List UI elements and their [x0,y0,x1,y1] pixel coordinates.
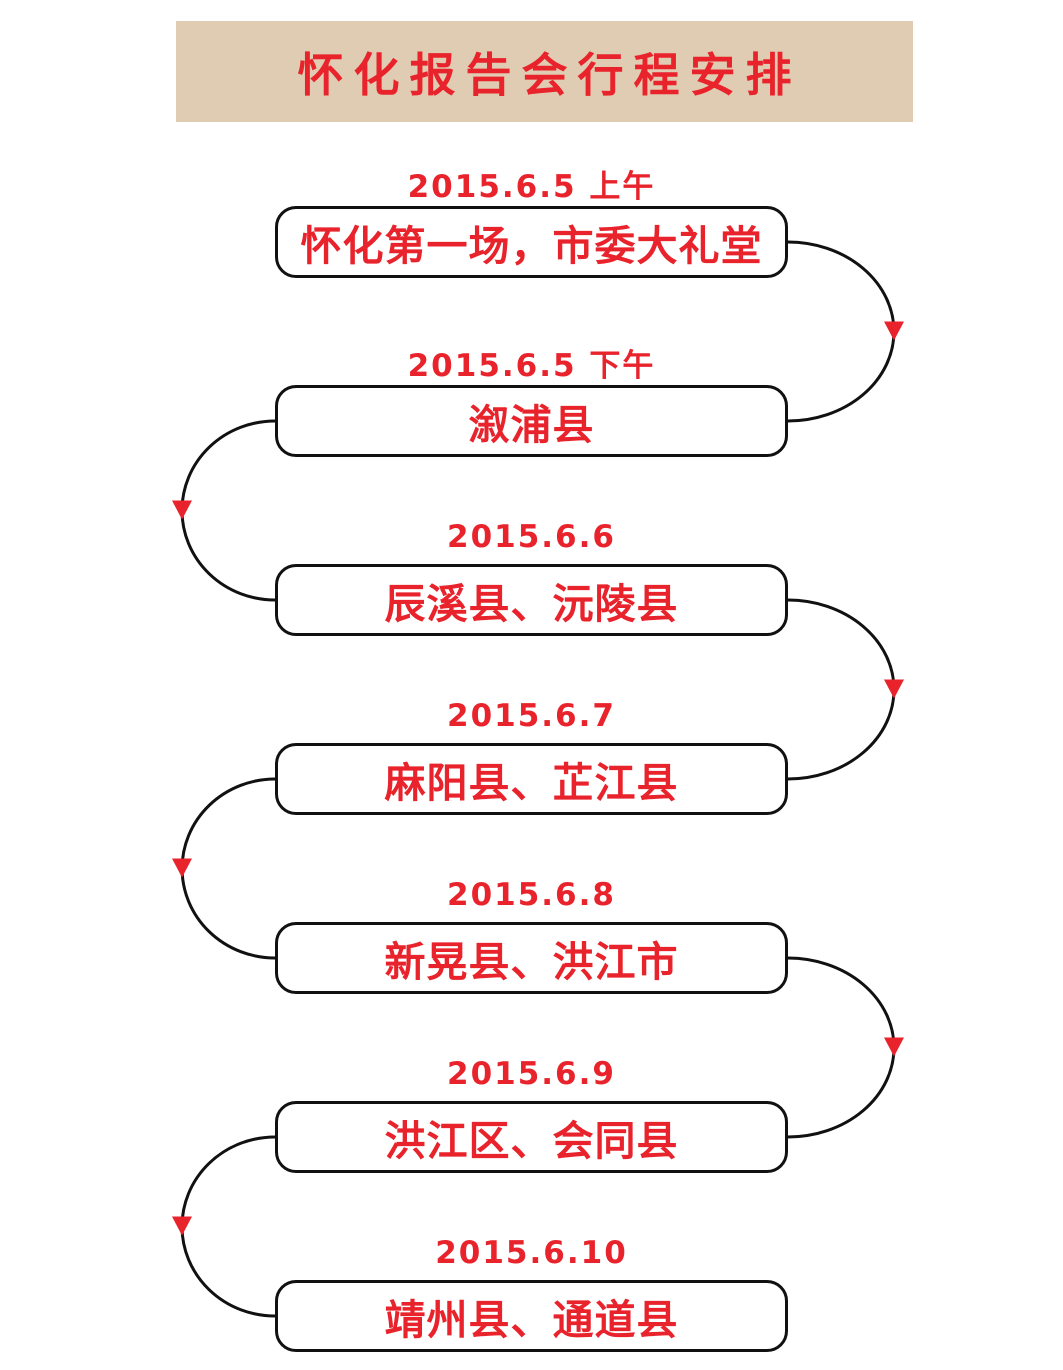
title-banner: 怀化报告会行程安排 [176,21,913,122]
arrow-down-icon [884,321,904,341]
schedule-location-box: 溆浦县 [275,385,788,457]
schedule-date-label: 2015.6.10 [435,1235,628,1271]
connector-arc-right [787,240,896,423]
schedule-entry: 2015.6.5 上午 怀化第一场，市委大礼堂 [275,169,788,278]
page-title: 怀化报告会行程安排 [297,47,802,102]
arrow-down-icon [172,858,192,878]
schedule-entry: 2015.6.6 辰溪县、沅陵县 [275,519,788,636]
connector-arc-right [787,956,896,1139]
schedule-date-label: 2015.6.7 [447,698,616,734]
schedule-entry: 2015.6.7 麻阳县、芷江县 [275,698,788,815]
connector-arc-right [787,598,896,781]
schedule-location-box: 靖州县、通道县 [275,1280,788,1352]
schedule-location-label: 溆浦县 [468,401,595,449]
schedule-location-label: 靖州县、通道县 [384,1296,679,1344]
schedule-entry: 2015.6.8 新晃县、洪江市 [275,877,788,994]
schedule-entry: 2015.6.5 下午 溆浦县 [275,348,788,457]
schedule-location-label: 麻阳县、芷江县 [384,759,679,807]
arrow-down-icon [884,679,904,699]
schedule-location-label: 怀化第一场，市委大礼堂 [300,222,763,270]
arrow-down-icon [172,1216,192,1236]
schedule-entry: 2015.6.9 洪江区、会同县 [275,1056,788,1173]
connector-arc-left [180,1135,276,1318]
schedule-location-box: 怀化第一场，市委大礼堂 [275,206,788,278]
schedule-location-box: 麻阳县、芷江县 [275,743,788,815]
schedule-location-label: 辰溪县、沅陵县 [384,580,679,628]
schedule-date-label: 2015.6.5 上午 [407,169,656,205]
connector-arc-left [180,777,276,960]
arrow-down-icon [172,500,192,520]
schedule-entry: 2015.6.10 靖州县、通道县 [275,1235,788,1352]
schedule-date-label: 2015.6.8 [447,877,616,913]
arrow-down-icon [884,1037,904,1057]
schedule-location-label: 洪江区、会同县 [384,1117,679,1165]
schedule-location-box: 洪江区、会同县 [275,1101,788,1173]
schedule-date-label: 2015.6.9 [447,1056,616,1092]
schedule-date-label: 2015.6.5 下午 [407,348,656,384]
schedule-date-label: 2015.6.6 [447,519,616,555]
schedule-location-label: 新晃县、洪江市 [384,938,679,986]
connector-arc-left [180,419,276,602]
schedule-location-box: 新晃县、洪江市 [275,922,788,994]
schedule-location-box: 辰溪县、沅陵县 [275,564,788,636]
